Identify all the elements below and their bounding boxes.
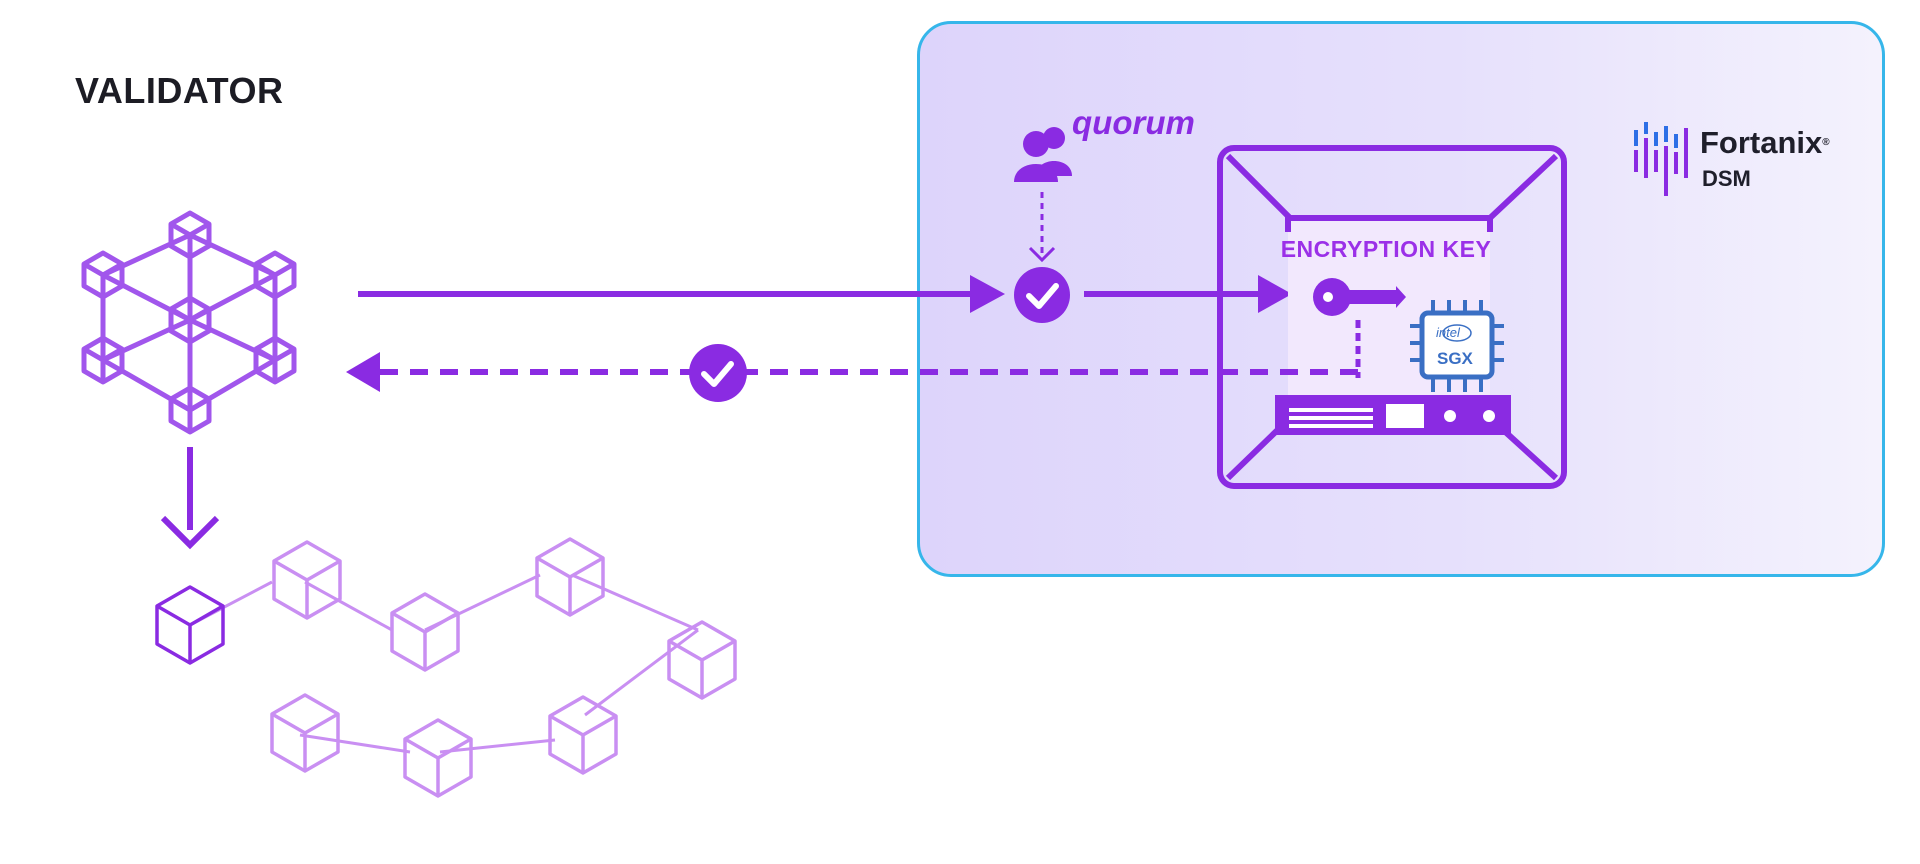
- blockchain-cube-icon: [155, 585, 225, 665]
- brand-reg-mark: ®: [1822, 137, 1830, 148]
- blockchain-chain: [155, 537, 737, 798]
- server-icon: [1275, 395, 1511, 435]
- blockchain-cube-icon: [548, 695, 618, 775]
- blockchain-cube-icon: [272, 540, 342, 620]
- validator-node-icon: [84, 213, 294, 432]
- key-icon: [1313, 278, 1406, 316]
- hsm-enclosure: [1217, 145, 1567, 489]
- approval-check-icon: [1014, 267, 1070, 323]
- approved-arrow-to-key: [1084, 275, 1292, 313]
- signed-check-icon: [689, 344, 747, 402]
- chip-tech-label: SGX: [1437, 349, 1473, 368]
- fortanix-logo-icon: [1634, 122, 1688, 196]
- blockchain-cube-icon: [390, 592, 460, 672]
- encryption-key-label: ENCRYPTION KEY: [1280, 236, 1492, 262]
- brand-product: DSM: [1702, 166, 1751, 191]
- brand-name: Fortanix®: [1700, 125, 1830, 160]
- quorum-users-icon: [1014, 127, 1072, 182]
- blockchain-cube-icon: [270, 693, 340, 773]
- quorum-label: quorum: [1072, 104, 1195, 141]
- request-arrow: [358, 275, 1005, 313]
- validator-title: VALIDATOR: [75, 70, 284, 111]
- response-arrow: [346, 352, 1358, 392]
- blockchain-cube-icon: [667, 620, 737, 700]
- chip-vendor-label: intel: [1436, 325, 1460, 340]
- blockchain-cube-icon: [403, 718, 473, 798]
- blockchain-cube-icon: [535, 537, 605, 617]
- sgx-chip-icon: [1410, 300, 1504, 392]
- arrow-down-to-chain: [160, 447, 220, 550]
- quorum-approval-arrow: [1028, 192, 1056, 263]
- brand-name-text: Fortanix: [1700, 125, 1823, 160]
